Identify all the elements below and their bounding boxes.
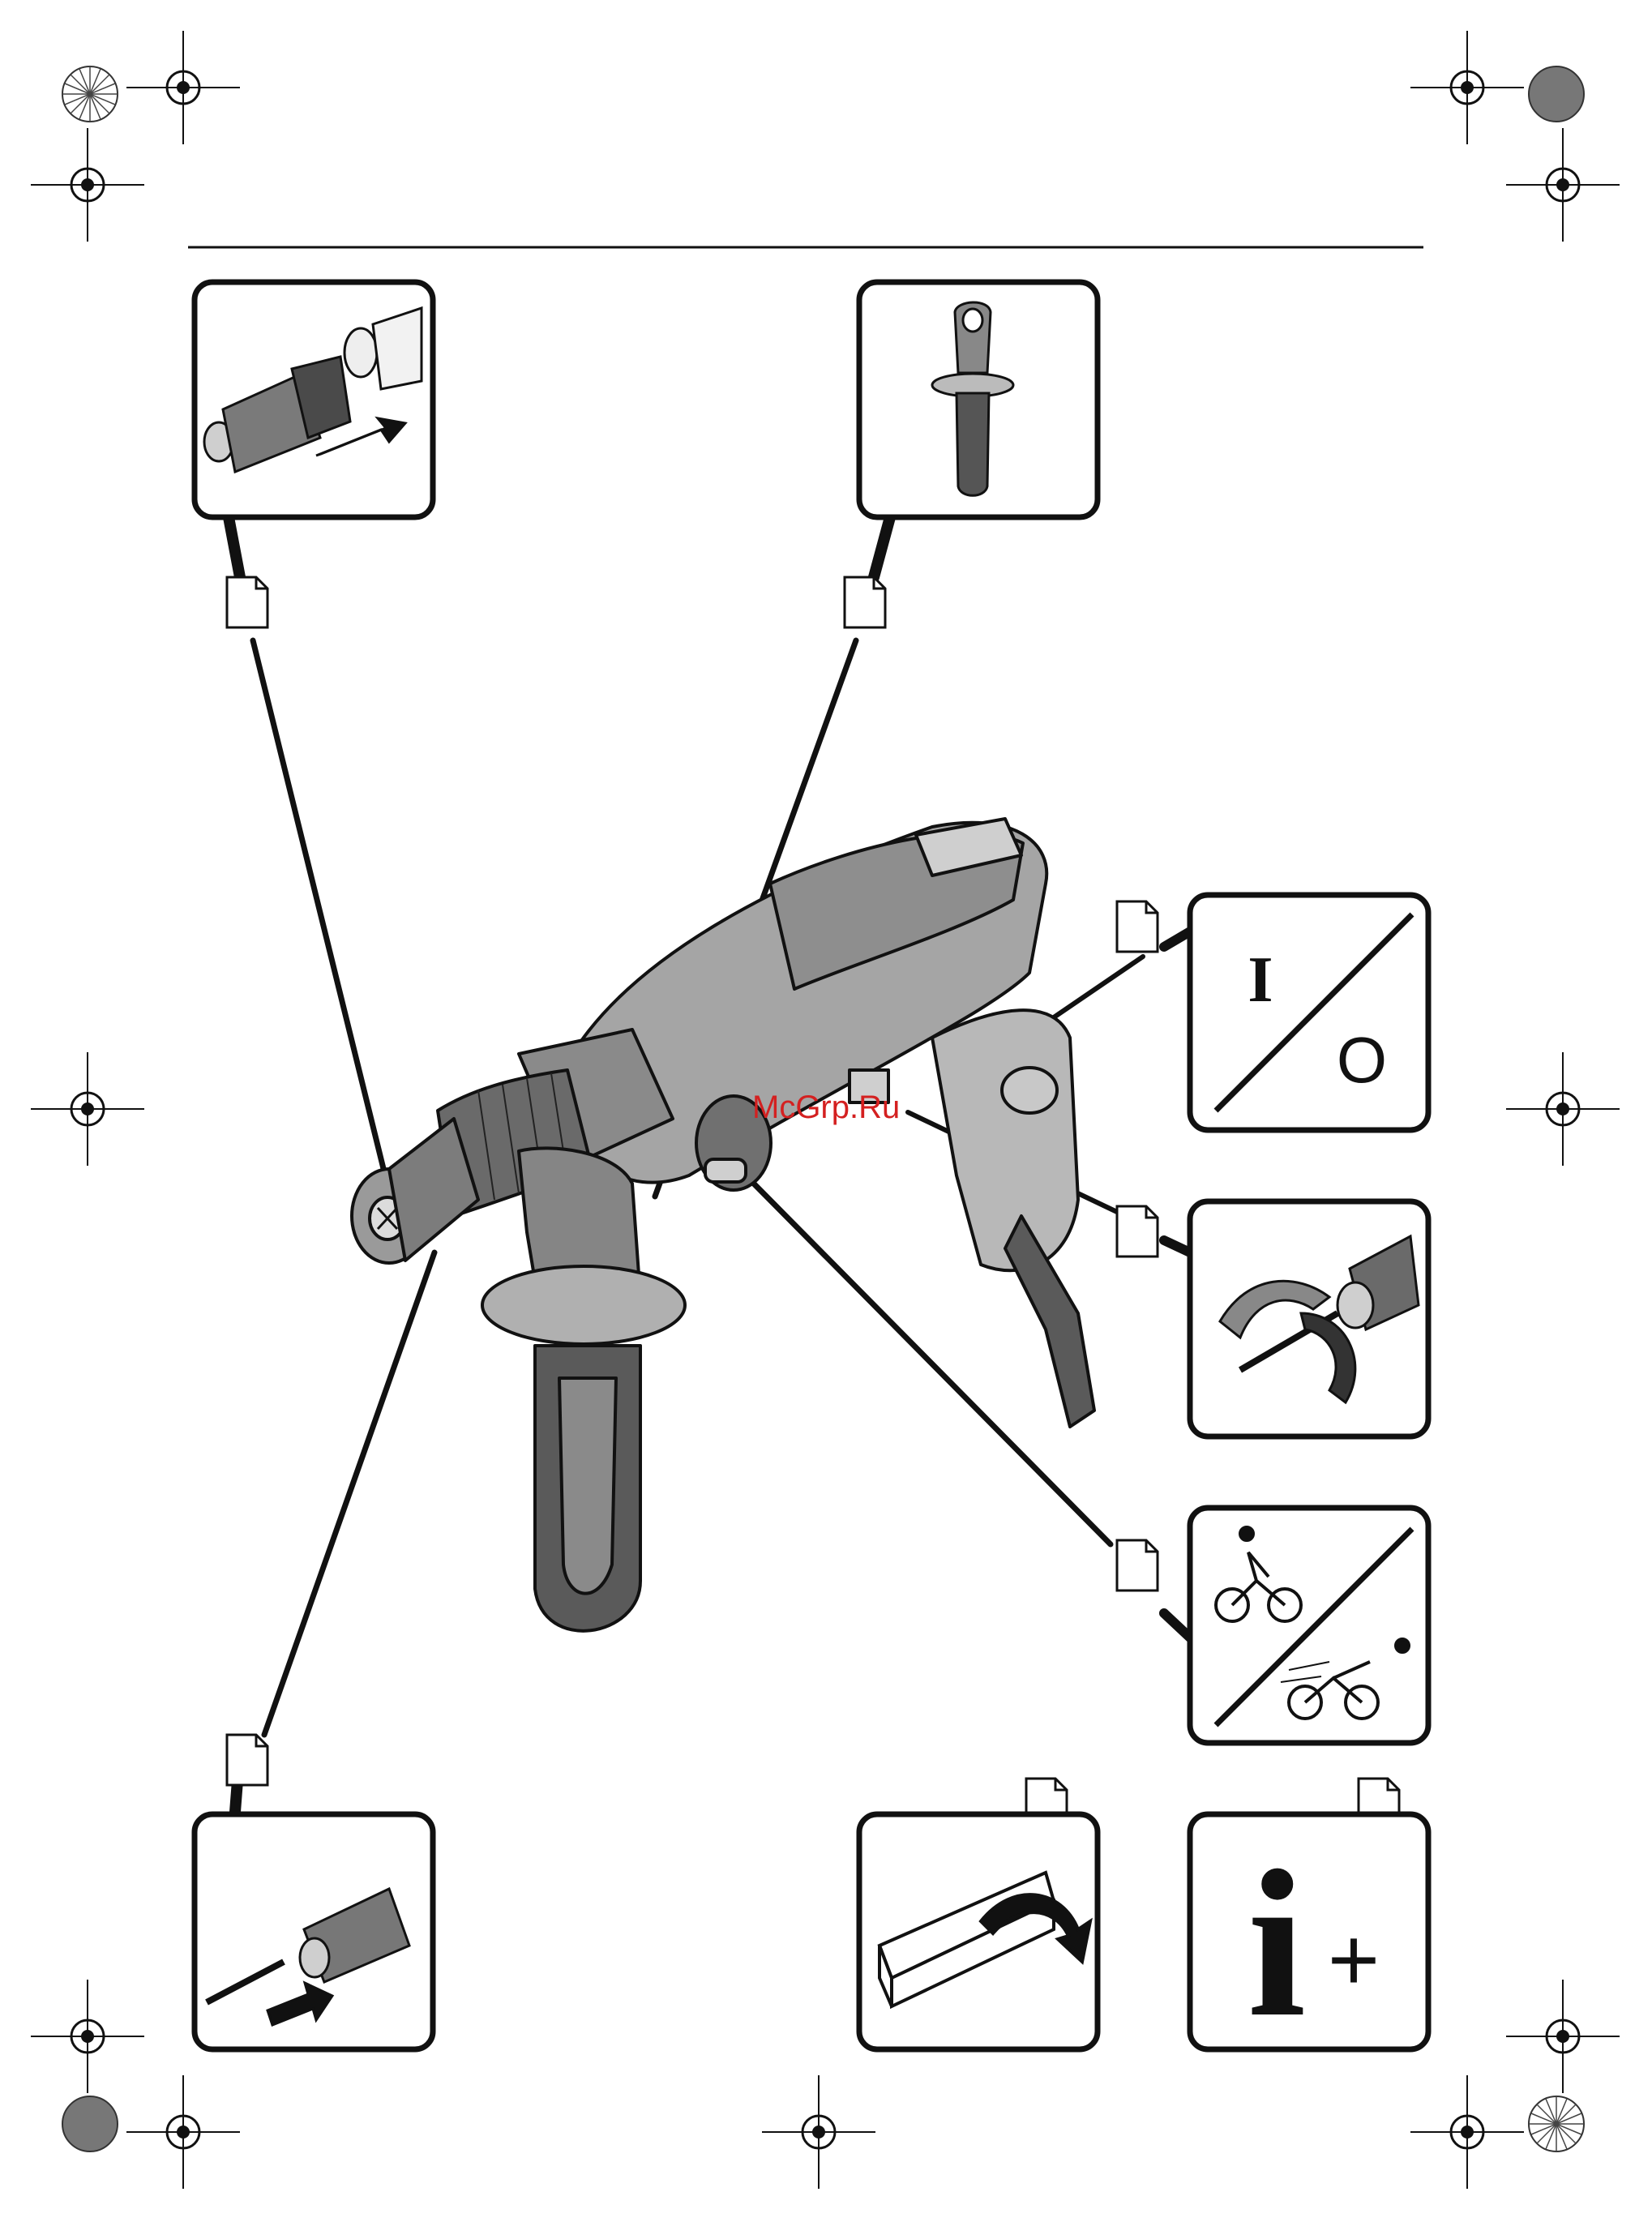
speed-panel (1190, 1508, 1428, 1743)
bit-insert-panel (195, 1814, 433, 2049)
on-symbol: I (1248, 944, 1273, 1016)
case-panel (859, 1814, 1098, 2049)
off-symbol: O (1337, 1024, 1387, 1096)
on-off-panel: I O (1190, 895, 1428, 1130)
drill-illustration (352, 819, 1094, 1631)
chuck-swap-panel (195, 282, 433, 517)
side-handle-panel (859, 282, 1098, 517)
rotation-direction-panel (1190, 1201, 1428, 1436)
info-letter: i (1248, 1827, 1306, 2061)
info-panel: i + (1190, 1814, 1428, 2061)
info-plus: + (1328, 1910, 1380, 2010)
watermark: McGrp.Ru (752, 1090, 900, 1126)
